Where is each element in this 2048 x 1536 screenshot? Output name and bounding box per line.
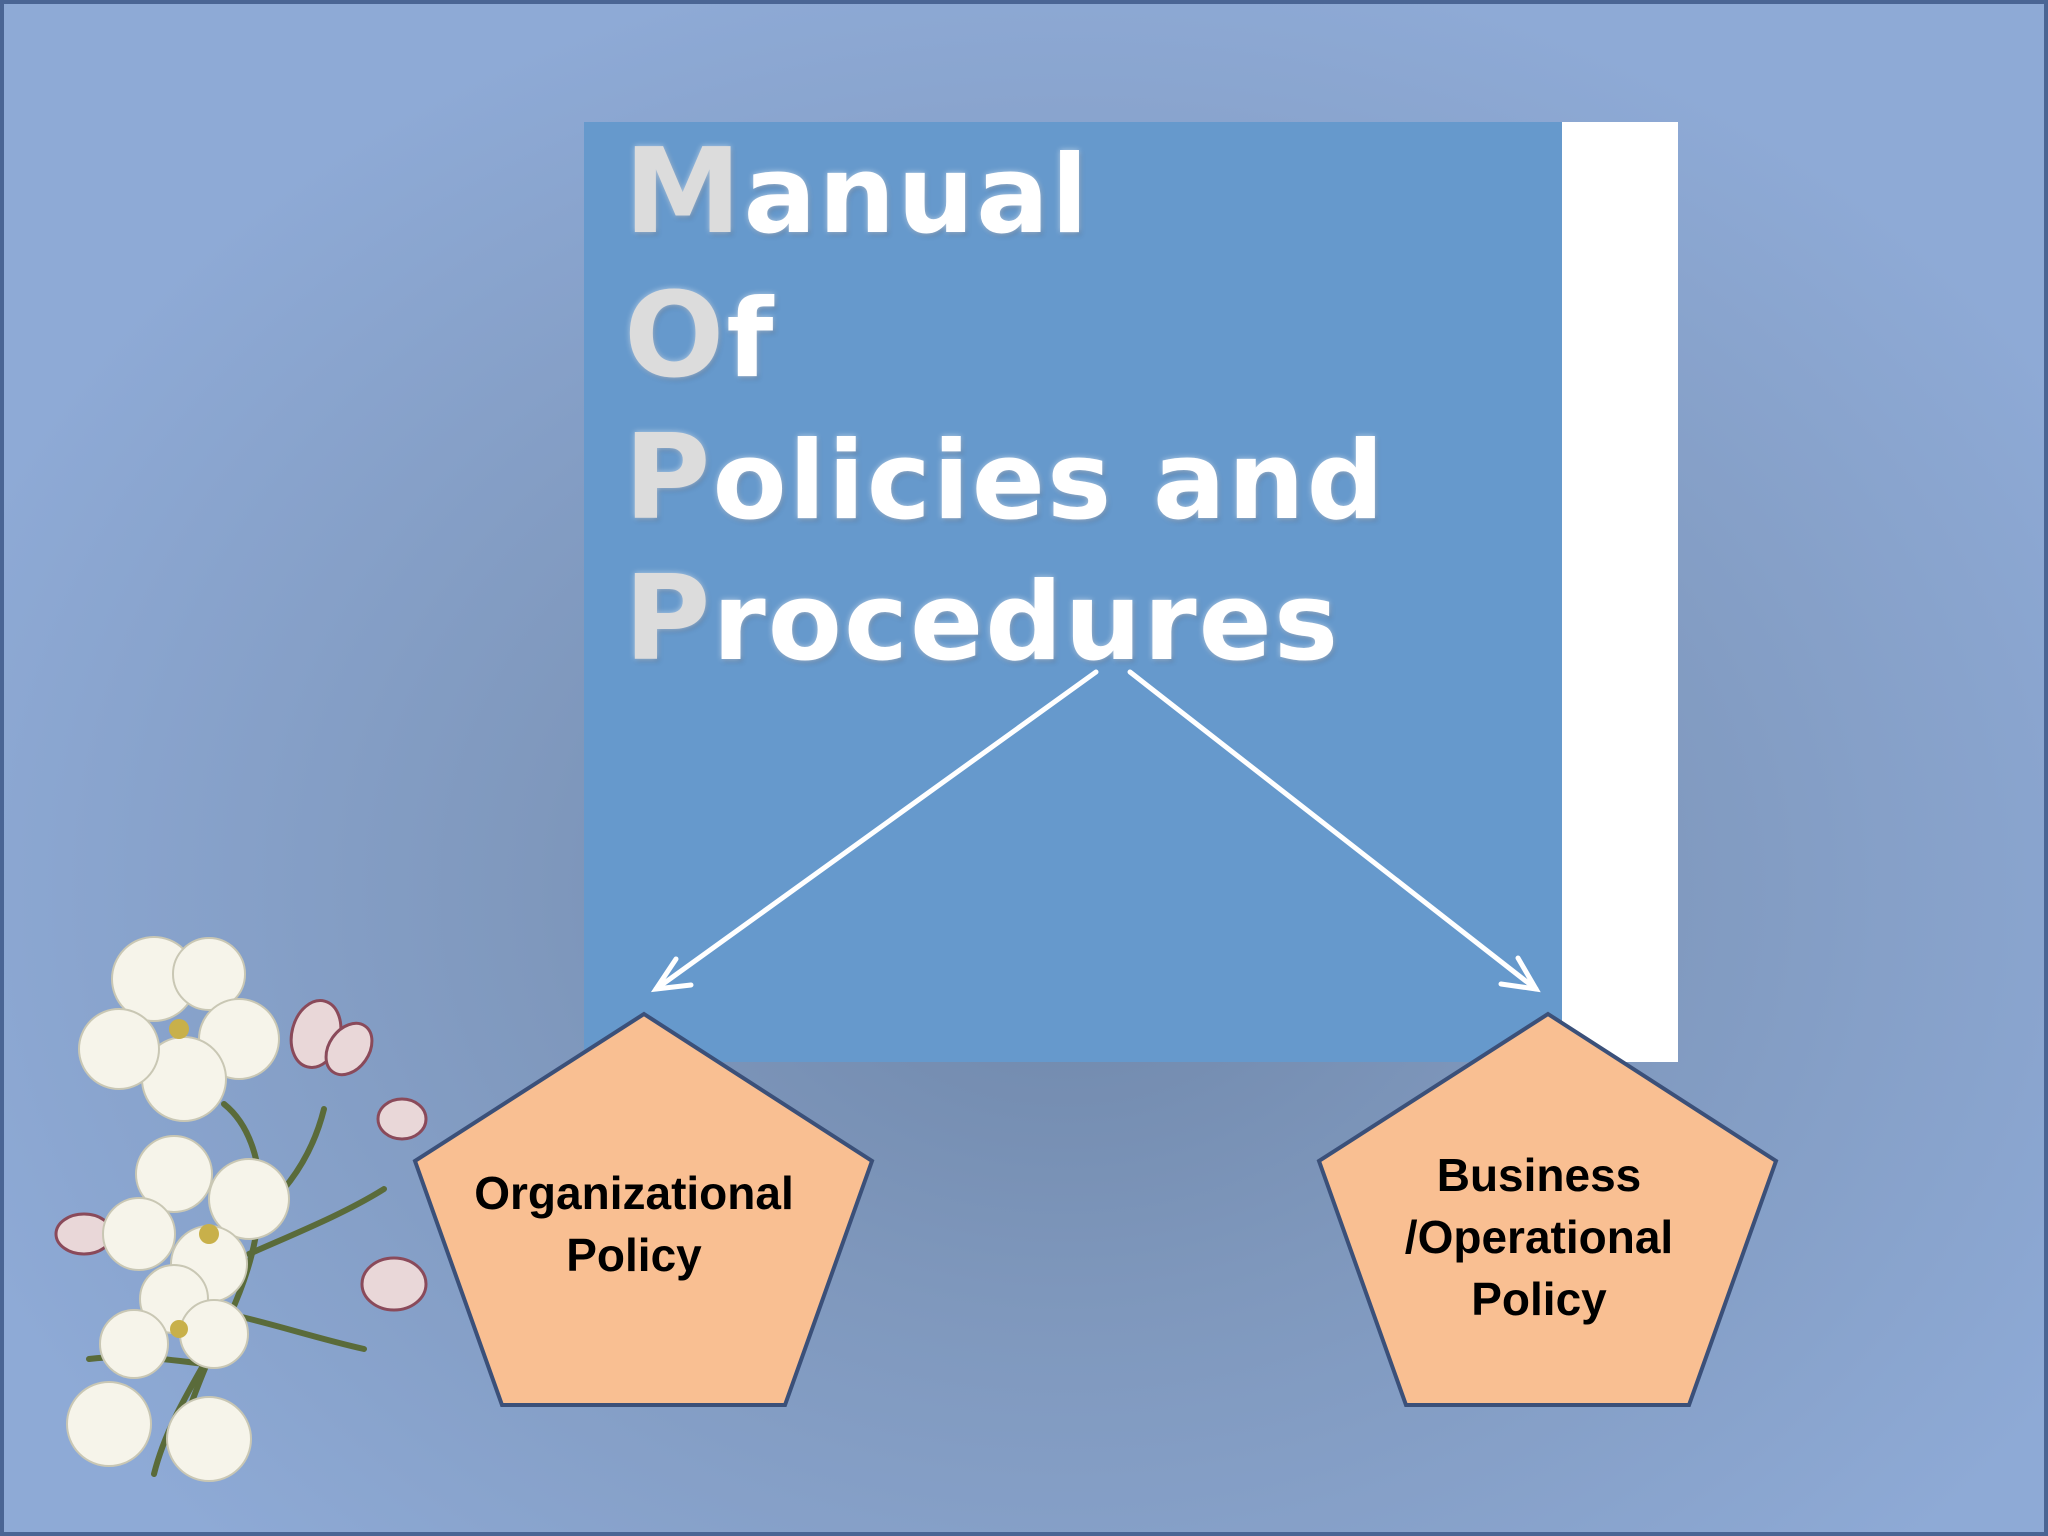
cherry-blossom-icon [54, 936, 428, 1482]
label-line: Policy [566, 1229, 702, 1281]
title-initial: P [624, 549, 713, 687]
title-initial: O [624, 266, 727, 404]
title-line-manual: Manual [624, 132, 1090, 250]
title-panel [584, 122, 1564, 1062]
label-line: /Operational [1404, 1211, 1674, 1263]
white-strip [1562, 122, 1678, 1062]
title-line-procedures: Procedures [624, 559, 1340, 677]
label-line: Business [1436, 1149, 1642, 1201]
title-rest: f [726, 277, 776, 402]
pentagon-organizational-policy [412, 1011, 875, 1407]
title-rest: olicies and [712, 419, 1386, 544]
title-line-policies: Policies and [624, 418, 1386, 536]
title-rest: rocedures [712, 560, 1341, 685]
title-initial: M [624, 122, 744, 260]
stamens [169, 1019, 219, 1338]
label-line: Policy [1471, 1273, 1607, 1325]
arrow-right [1127, 669, 1541, 993]
arrow-left [650, 669, 1099, 993]
blossoms [66, 936, 290, 1482]
title-line-of: Of [624, 276, 775, 394]
title-initial: P [624, 408, 713, 546]
title-rest: anual [743, 133, 1090, 258]
buds [54, 999, 428, 1312]
label-line: Organizational [474, 1167, 794, 1219]
label-business-operational-policy: Business /Operational Policy [1339, 1144, 1739, 1330]
diagram-svg [412, 669, 1779, 1407]
label-organizational-policy: Organizational Policy [434, 1162, 834, 1286]
pentagon-business-operational-policy [1316, 1011, 1779, 1407]
